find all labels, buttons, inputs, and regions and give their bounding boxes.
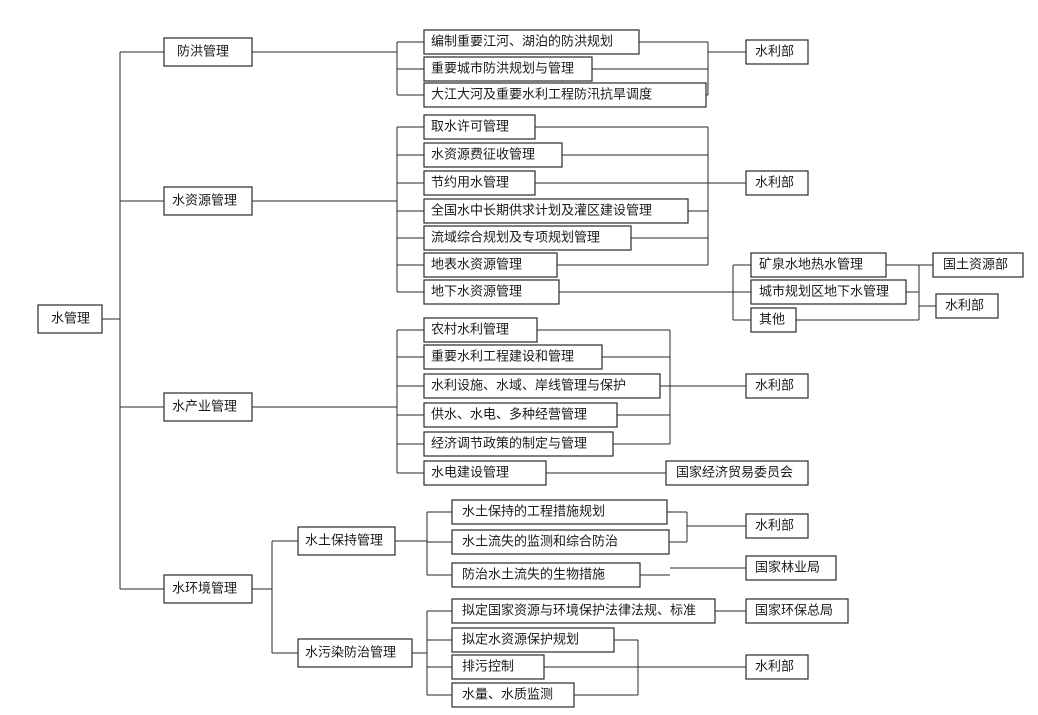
svg-text:水量、水质监测: 水量、水质监测 xyxy=(462,688,553,703)
svg-text:全国水中长期供求计划及灌区建设管理: 全国水中长期供求计划及灌区建设管理 xyxy=(431,203,652,219)
pollution-item: 排污控制 xyxy=(451,654,545,680)
svg-text:水利部: 水利部 xyxy=(755,660,794,675)
svg-text:水土保持的工程措施规划: 水土保持的工程措施规划 xyxy=(462,504,605,520)
resource-item: 地下水资源管理 xyxy=(423,279,560,305)
resource-item: 节约用水管理 xyxy=(423,170,536,196)
resource-item: 全国水中长期供求计划及灌区建设管理 xyxy=(423,198,689,224)
svg-text:国土资源部: 国土资源部 xyxy=(943,258,1008,273)
agency-mwr: 水利部 xyxy=(745,39,809,65)
industry-item: 农村水利管理 xyxy=(423,317,538,343)
svg-text:水环境管理: 水环境管理 xyxy=(172,582,237,597)
resource-item: 地表水资源管理 xyxy=(423,252,558,278)
agency-mwr: 水利部 xyxy=(745,654,809,680)
svg-text:防治水土流失的生物措施: 防治水土流失的生物措施 xyxy=(462,567,605,583)
node-root-label: 水管理 xyxy=(51,312,90,327)
svg-text:大江大河及重要水利工程防汛抗旱调度: 大江大河及重要水利工程防汛抗旱调度 xyxy=(431,87,652,103)
node-flood-management: 防洪管理 xyxy=(163,37,253,67)
industry-item: 水电建设管理 xyxy=(423,460,547,486)
industry-item: 供水、水电、多种经营管理 xyxy=(423,402,618,428)
svg-text:水资源费征收管理: 水资源费征收管理 xyxy=(431,148,535,163)
node-water-environment-management: 水环境管理 xyxy=(163,574,253,604)
agency-forestry: 国家林业局 xyxy=(745,555,837,581)
svg-text:取水许可管理: 取水许可管理 xyxy=(431,120,509,135)
svg-text:重要水利工程建设和管理: 重要水利工程建设和管理 xyxy=(431,349,574,365)
node-water-industry-management: 水产业管理 xyxy=(163,392,253,422)
industry-item: 经济调节政策的制定与管理 xyxy=(423,431,614,457)
svg-text:水利部: 水利部 xyxy=(755,379,794,394)
svg-text:拟定水资源保护规划: 拟定水资源保护规划 xyxy=(462,633,579,648)
svg-text:拟定国家资源与环境保护法律法规、标准: 拟定国家资源与环境保护法律法规、标准 xyxy=(462,603,696,619)
agency-mwr: 水利部 xyxy=(745,513,809,539)
soil-item: 水土流失的监测和综合防治 xyxy=(451,529,670,555)
flood-item: 大江大河及重要水利工程防汛抗旱调度 xyxy=(423,82,707,108)
svg-text:农村水利管理: 农村水利管理 xyxy=(431,323,509,338)
svg-text:矿泉水地热水管理: 矿泉水地热水管理 xyxy=(759,257,863,273)
pollution-item: 拟定水资源保护规划 xyxy=(451,627,615,653)
svg-text:流域综合规划及专项规划管理: 流域综合规划及专项规划管理 xyxy=(431,231,600,246)
svg-text:排污控制: 排污控制 xyxy=(462,660,514,675)
node-water-resource-management: 水资源管理 xyxy=(163,186,253,216)
soil-item: 水土保持的工程措施规划 xyxy=(451,499,668,525)
resource-item: 流域综合规划及专项规划管理 xyxy=(423,225,632,251)
resource-item: 取水许可管理 xyxy=(423,114,536,140)
svg-text:水电建设管理: 水电建设管理 xyxy=(431,466,509,481)
node-soil-conservation-management: 水土保持管理 xyxy=(297,526,396,556)
svg-text:水利部: 水利部 xyxy=(755,176,794,191)
soil-item: 防治水土流失的生物措施 xyxy=(451,562,641,588)
svg-text:地表水资源管理: 地表水资源管理 xyxy=(431,258,522,273)
svg-text:国家经济贸易委员会: 国家经济贸易委员会 xyxy=(676,465,793,481)
industry-item: 水利设施、水域、岸线管理与保护 xyxy=(423,373,661,399)
svg-text:水利部: 水利部 xyxy=(755,519,794,534)
pollution-item: 水量、水质监测 xyxy=(451,682,575,708)
svg-text:水利部: 水利部 xyxy=(755,45,794,60)
agency-mwr: 水利部 xyxy=(935,293,999,319)
svg-text:水产业管理: 水产业管理 xyxy=(172,400,237,415)
svg-text:地下水资源管理: 地下水资源管理 xyxy=(431,285,522,300)
industry-item: 重要水利工程建设和管理 xyxy=(423,344,603,370)
svg-text:国家环保总局: 国家环保总局 xyxy=(755,603,833,619)
agency-setc: 国家经济贸易委员会 xyxy=(665,460,809,486)
pollution-item: 拟定国家资源与环境保护法律法规、标准 xyxy=(451,598,716,624)
svg-text:城市规划区地下水管理: 城市规划区地下水管理 xyxy=(759,284,889,300)
groundwater-item: 矿泉水地热水管理 xyxy=(750,252,887,278)
svg-text:重要城市防洪规划与管理: 重要城市防洪规划与管理 xyxy=(431,61,574,77)
node-root: 水管理 xyxy=(37,304,103,334)
agency-mwr: 水利部 xyxy=(745,373,809,399)
groundwater-item: 城市规划区地下水管理 xyxy=(750,279,907,305)
flood-item: 编制重要江河、湖泊的防洪规划 xyxy=(423,29,640,55)
agency-mlr: 国土资源部 xyxy=(932,252,1024,278)
resource-item: 水资源费征收管理 xyxy=(423,142,563,168)
flood-item: 重要城市防洪规划与管理 xyxy=(423,56,593,82)
svg-text:防洪管理: 防洪管理 xyxy=(177,44,229,60)
svg-text:供水、水电、多种经营管理: 供水、水电、多种经营管理 xyxy=(431,407,587,423)
agency-sepa: 国家环保总局 xyxy=(745,598,849,624)
svg-text:水污染防治管理: 水污染防治管理 xyxy=(305,645,396,661)
svg-text:国家林业局: 国家林业局 xyxy=(755,560,820,576)
svg-text:节约用水管理: 节约用水管理 xyxy=(431,176,509,191)
svg-text:经济调节政策的制定与管理: 经济调节政策的制定与管理 xyxy=(431,436,587,452)
connector-lines xyxy=(102,41,936,696)
agency-mwr: 水利部 xyxy=(745,170,809,196)
svg-text:水土保持管理: 水土保持管理 xyxy=(305,534,383,549)
svg-text:水资源管理: 水资源管理 xyxy=(172,194,237,209)
svg-text:其他: 其他 xyxy=(759,313,785,328)
node-pollution-prevention-management: 水污染防治管理 xyxy=(297,638,413,668)
svg-text:水土流失的监测和综合防治: 水土流失的监测和综合防治 xyxy=(462,534,618,550)
svg-text:水利部: 水利部 xyxy=(945,299,984,314)
svg-text:水利设施、水域、岸线管理与保护: 水利设施、水域、岸线管理与保护 xyxy=(431,379,626,394)
groundwater-item: 其他 xyxy=(750,307,797,333)
svg-text:编制重要江河、湖泊的防洪规划: 编制重要江河、湖泊的防洪规划 xyxy=(431,34,613,50)
